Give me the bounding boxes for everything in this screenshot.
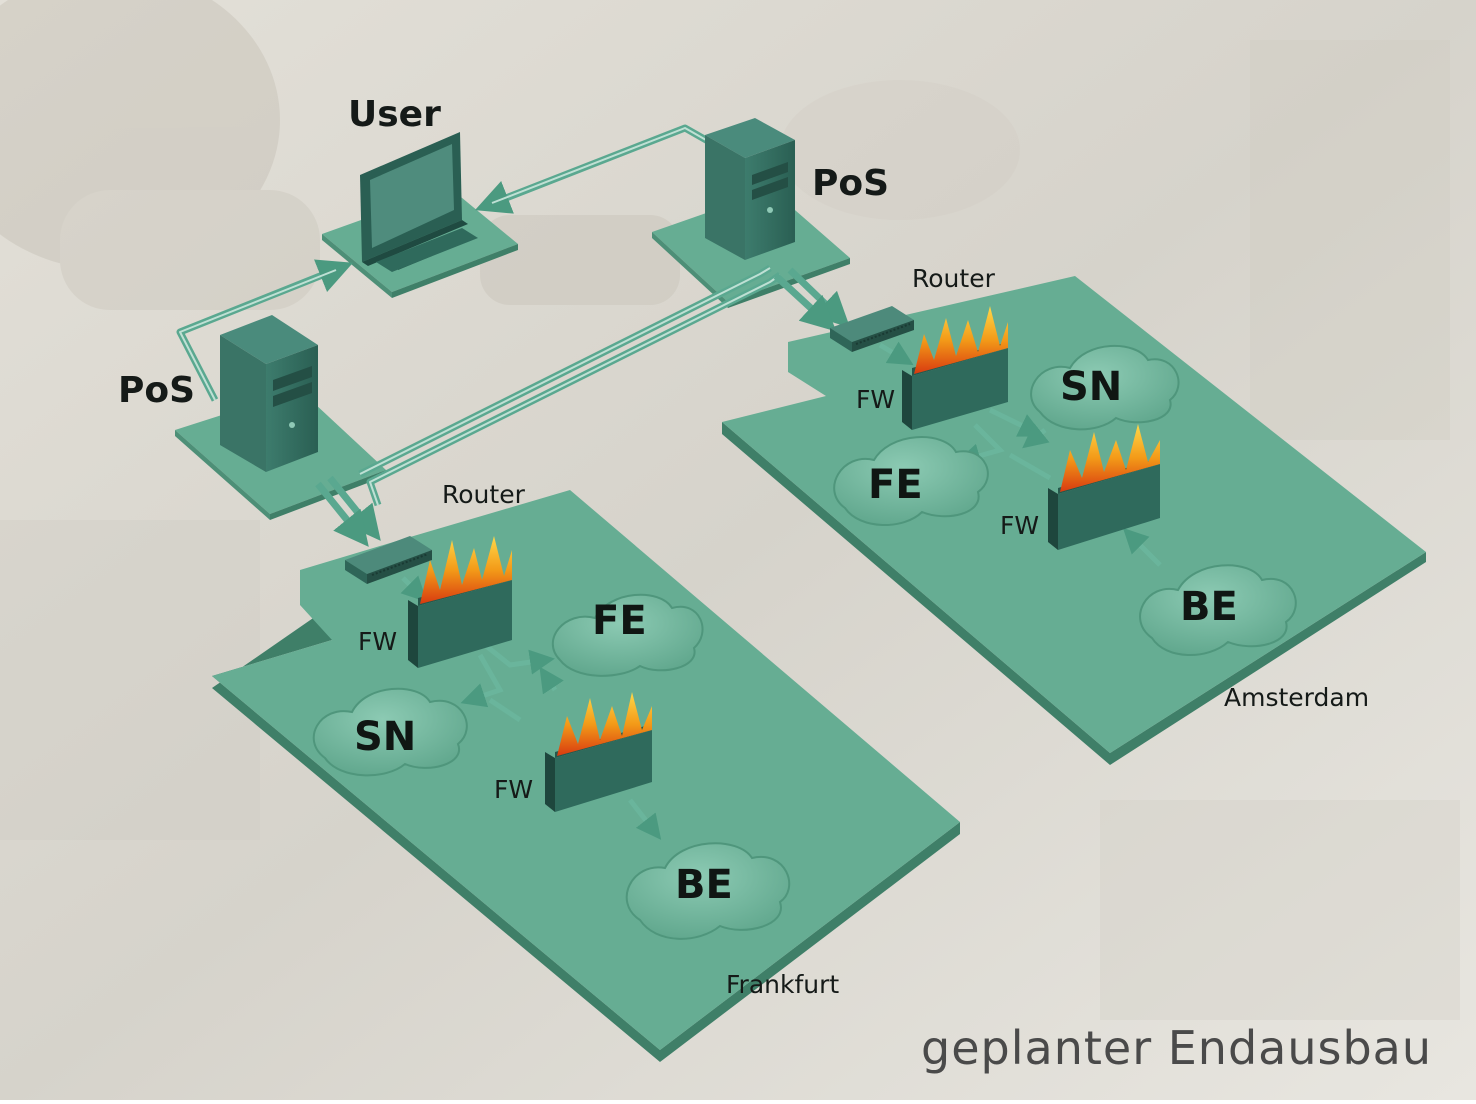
cloud-icon [1139, 564, 1297, 656]
firewall-icon[interactable] [1048, 424, 1160, 550]
frankfurt-be-label: BE [675, 862, 733, 908]
amsterdam-fe-label: FE [868, 462, 923, 508]
diagram-caption: geplanter Endausbau [921, 1021, 1432, 1075]
pos-left-label: PoS [118, 370, 195, 411]
amsterdam-sn-label: SN [1060, 364, 1122, 410]
cloud-icon [1030, 344, 1180, 431]
firewall-icon[interactable] [545, 692, 652, 812]
frankfurt-fe-label: FE [592, 598, 647, 644]
frankfurt-fw-upper-label: FW [358, 627, 397, 656]
tower-pc-icon[interactable] [705, 118, 795, 260]
amsterdam-be-label: BE [1180, 584, 1238, 630]
background-machinery [0, 0, 1460, 1020]
frankfurt-site-label: Frankfurt [726, 970, 839, 999]
amsterdam-fw-lower-label: FW [1000, 511, 1039, 540]
firewall-icon[interactable] [902, 306, 1008, 430]
frankfurt-sn-label: SN [354, 714, 416, 760]
amsterdam-site-label: Amsterdam [1224, 683, 1369, 712]
cloud-icon [625, 842, 791, 940]
connection-lines [176, 124, 1162, 840]
frankfurt-fw-lower-label: FW [494, 775, 533, 804]
amsterdam-router-label: Router [912, 264, 996, 293]
router-icon[interactable] [830, 306, 914, 352]
pos-right-label: PoS [812, 163, 889, 204]
firewall-icon[interactable] [408, 536, 512, 668]
monitor-icon[interactable] [360, 132, 478, 272]
cloud-icon [833, 436, 989, 526]
tower-pc-icon[interactable] [220, 315, 318, 472]
amsterdam-fw-upper-label: FW [856, 385, 895, 414]
router-icon[interactable] [345, 536, 432, 584]
frankfurt-router-label: Router [442, 480, 526, 509]
cloud-icon [312, 687, 468, 777]
user-label: User [348, 94, 441, 135]
cloud-icon [552, 593, 704, 677]
